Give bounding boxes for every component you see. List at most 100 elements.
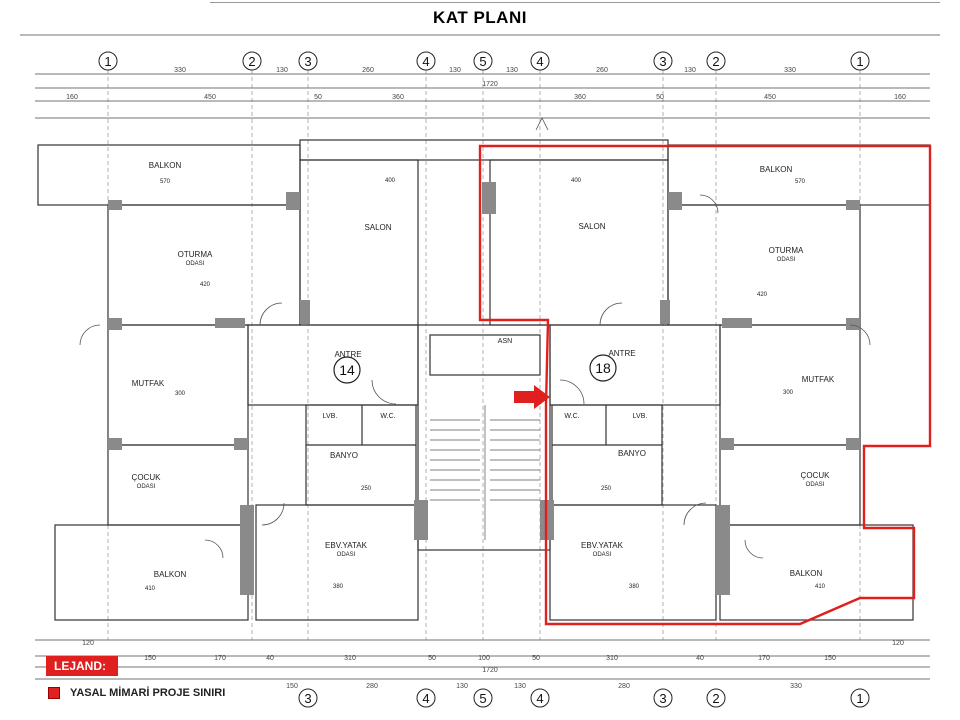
top-rule xyxy=(210,2,940,3)
room-dim: 300 xyxy=(783,390,794,396)
dim-text: 280 xyxy=(618,683,630,690)
axis-label: 4 xyxy=(536,691,543,706)
bottom-dimension-text: 120 150 170 40 310 50 100 50 310 40 170 … xyxy=(82,640,904,690)
bottom-axis-labels: 3 4 5 4 3 2 1 xyxy=(304,691,863,706)
axis-label: 3 xyxy=(304,691,311,706)
room-dim: 380 xyxy=(629,584,640,590)
dim-text: 130 xyxy=(456,683,468,690)
apartment-bubbles: 14 18 xyxy=(333,354,617,384)
room-label: ANTRE xyxy=(334,350,361,359)
dim-text: 130 xyxy=(684,67,696,74)
dim-text: 260 xyxy=(596,67,608,74)
dim-text: 170 xyxy=(214,655,226,662)
axis-guides xyxy=(107,70,861,640)
room-label: BANYO xyxy=(330,451,358,460)
room-label: OTURMA xyxy=(178,250,213,259)
room-dim: 420 xyxy=(757,292,768,298)
dim-total: 1720 xyxy=(482,81,498,88)
room-label: BALKON xyxy=(154,570,187,579)
legend-item-label: YASAL MİMARİ PROJE SINIRI xyxy=(70,687,226,699)
room-dim: 420 xyxy=(200,282,211,288)
room-label: BALKON xyxy=(760,165,793,174)
room-label: EBV.YATAK xyxy=(325,541,368,550)
dim-text: 100 xyxy=(478,655,490,662)
dim-text: 330 xyxy=(790,683,802,690)
dim-text: 50 xyxy=(314,94,322,101)
room-label: ODASI xyxy=(777,257,796,263)
axis-label: 2 xyxy=(712,54,719,69)
legal-boundary xyxy=(478,144,932,626)
dim-total: 1720 xyxy=(482,667,498,674)
dim-text: 130 xyxy=(506,67,518,74)
axis-label: 2 xyxy=(248,54,255,69)
room-dim: 380 xyxy=(333,584,344,590)
room-label: BALKON xyxy=(790,569,823,578)
dim-text: 130 xyxy=(276,67,288,74)
dim-text: 450 xyxy=(764,94,776,101)
legend-item: YASAL MİMARİ PROJE SINIRI xyxy=(48,686,225,700)
room-label: MUTFAK xyxy=(132,379,165,388)
dim-text: 310 xyxy=(344,655,356,662)
dim-text: 330 xyxy=(784,67,796,74)
bottom-dimension-lines xyxy=(35,639,930,680)
dim-text: 150 xyxy=(824,655,836,662)
room-label: EBV.YATAK xyxy=(581,541,624,550)
stairs xyxy=(430,405,540,540)
axis-label: 5 xyxy=(479,54,486,69)
room-label: ÇOCUK xyxy=(132,473,162,482)
top-dimension-lines xyxy=(20,34,940,119)
room-label: W.C. xyxy=(380,413,395,420)
dim-text: 40 xyxy=(696,655,704,662)
dim-text: 130 xyxy=(449,67,461,74)
bottom-axis-bubbles xyxy=(298,688,870,708)
dim-text: 40 xyxy=(266,655,274,662)
section-marker-icon xyxy=(535,117,549,131)
apartment-number: 14 xyxy=(339,362,355,378)
room-label: ODASI xyxy=(806,482,825,488)
room-label: ANTRE xyxy=(608,349,635,358)
top-dimension-text: 330 130 260 130 130 260 130 330 1720 160… xyxy=(66,67,906,101)
columns xyxy=(108,182,860,595)
room-label: ODASI xyxy=(186,261,205,267)
dim-text: 150 xyxy=(144,655,156,662)
dim-text: 150 xyxy=(286,683,298,690)
apartment-number: 18 xyxy=(595,360,611,376)
axis-label: 3 xyxy=(659,54,666,69)
room-dim: 300 xyxy=(175,391,186,397)
room-label: SALON xyxy=(364,223,391,232)
door-swings xyxy=(79,194,871,559)
page-title: KAT PLANI xyxy=(433,8,527,27)
dim-text: 160 xyxy=(894,94,906,101)
legend-title: LEJAND: xyxy=(46,656,118,676)
dim-text: 50 xyxy=(656,94,664,101)
axis-label: 4 xyxy=(536,54,543,69)
room-label: BALKON xyxy=(149,161,182,170)
dim-text: 130 xyxy=(514,683,526,690)
dim-text: 330 xyxy=(174,67,186,74)
room-dim: 410 xyxy=(145,586,156,592)
room-label: W.C. xyxy=(564,413,579,420)
room-label: ÇOCUK xyxy=(801,471,831,480)
dim-text: 310 xyxy=(606,655,618,662)
entrance-arrow-icon xyxy=(514,385,550,409)
room-dim: 400 xyxy=(571,178,582,184)
room-label: ASN xyxy=(498,338,512,345)
dim-text: 120 xyxy=(82,640,94,647)
dim-text: 50 xyxy=(532,655,540,662)
building-walls xyxy=(37,139,931,621)
room-dim: 400 xyxy=(385,178,396,184)
axis-label: 3 xyxy=(659,691,666,706)
room-label: SALON xyxy=(578,222,605,231)
axis-label: 1 xyxy=(856,691,863,706)
room-labels: BALKON 570 SALON 400 OTURMA ODASI 420 MU… xyxy=(132,161,835,592)
dim-text: 120 xyxy=(892,640,904,647)
room-dim: 250 xyxy=(361,486,372,492)
top-axis-labels: 1 2 3 4 5 4 3 2 1 xyxy=(104,54,863,69)
dim-text: 170 xyxy=(758,655,770,662)
dim-text: 360 xyxy=(392,94,404,101)
room-label: BANYO xyxy=(618,449,646,458)
axis-label: 1 xyxy=(856,54,863,69)
axis-label: 4 xyxy=(422,54,429,69)
room-label: ODASI xyxy=(593,552,612,558)
axis-label: 3 xyxy=(304,54,311,69)
